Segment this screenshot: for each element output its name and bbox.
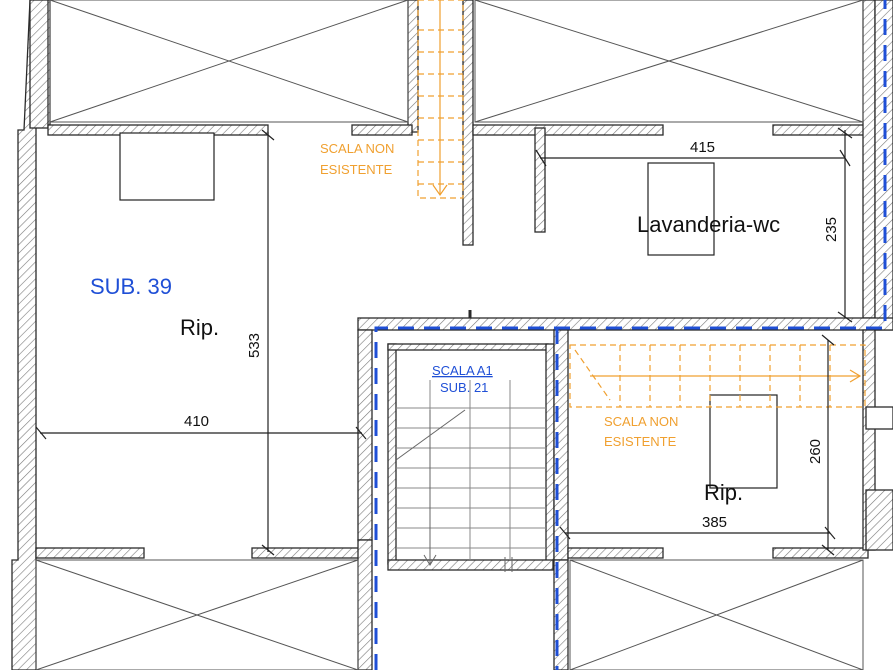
- dimension-410: 410: [184, 413, 209, 430]
- stair-a1: [395, 380, 546, 572]
- dimension-260: 260: [807, 439, 824, 464]
- void-shafts: [35, 0, 864, 670]
- label-sub-21: SUB. 21: [440, 380, 488, 395]
- walls: [11, 0, 893, 670]
- dimension-235: 235: [823, 217, 840, 242]
- dimension-lines: [35, 127, 853, 556]
- label-rip-right: Rip.: [704, 480, 743, 505]
- stair-non-existent-right: [569, 344, 866, 408]
- label-scala-a1: SCALA A1: [432, 363, 493, 378]
- label-lavanderia: Lavanderia-wc: [637, 212, 780, 237]
- dimension-415: 415: [690, 139, 715, 156]
- fixtures: [119, 132, 778, 489]
- label-scala-non-top-1: SCALA NON: [320, 141, 394, 156]
- dimension-385: 385: [702, 514, 727, 531]
- label-rip-left: Rip.: [180, 315, 219, 340]
- label-scala-non-right-2: ESISTENTE: [604, 434, 677, 449]
- label-scala-non-right-1: SCALA NON: [604, 414, 678, 429]
- dimension-533: 533: [246, 333, 263, 358]
- label-sub-39: SUB. 39: [90, 274, 172, 299]
- unit-boundary-blue: [374, 0, 887, 670]
- label-scala-non-top-2: ESISTENTE: [320, 162, 393, 177]
- stair-non-existent-top: [417, 0, 464, 199]
